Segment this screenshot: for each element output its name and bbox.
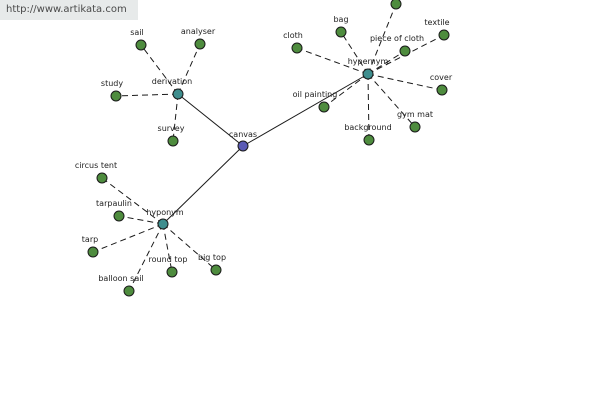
leaf-node-balloon-sail-label: balloon sail — [98, 274, 143, 283]
edge-hypernym-cover — [367, 73, 443, 91]
relation-node-hyponym[interactable] — [157, 218, 169, 230]
watermark-url: http://www.artikata.com — [0, 0, 138, 20]
edge-hyponym-round-top — [162, 223, 173, 273]
edge-canvas-hypernym — [242, 73, 369, 147]
leaf-node-bag[interactable] — [335, 26, 347, 38]
leaf-node-top-offscreen[interactable] — [390, 0, 402, 10]
leaf-node-gym-mat-label: gym mat — [397, 110, 433, 119]
leaf-node-piece-of-cloth[interactable] — [399, 45, 411, 57]
labels-group: sail analyser study survey cloth bag textilepi… — [75, 15, 453, 283]
leaf-node-cover-label: cover — [430, 73, 453, 82]
edge-hyponym-tarpaulin — [118, 215, 164, 225]
edge-canvas-hyponym — [162, 145, 244, 225]
relation-node-hypernym-label: hypernym — [348, 57, 389, 66]
relation-node-hypernym[interactable] — [362, 68, 374, 80]
edge-hyponym-balloon-sail — [128, 223, 164, 292]
leaf-node-round-top[interactable] — [166, 266, 178, 278]
leaf-node-study[interactable] — [110, 90, 122, 102]
edge-hypernym-bag — [340, 31, 369, 75]
leaf-node-round-top-label: round top — [149, 255, 188, 264]
leaf-node-cover[interactable] — [436, 84, 448, 96]
leaf-node-big-top-label: big top — [198, 253, 226, 262]
edge-hypernym-oil-painting — [323, 73, 369, 108]
edge-canvas-derivation — [177, 93, 244, 147]
leaf-node-tarp-label: tarp — [82, 235, 98, 244]
edge-hyponym-big-top — [162, 223, 217, 271]
leaf-node-gym-mat[interactable] — [409, 121, 421, 133]
leaf-node-bag-label: bag — [333, 15, 348, 24]
edge-hypernym-top-offscreen — [367, 3, 397, 75]
leaf-node-tarpaulin-label: tarpaulin — [96, 199, 132, 208]
relation-node-derivation-label: derivation — [152, 77, 192, 86]
leaf-node-analyser[interactable] — [194, 38, 206, 50]
leaf-node-balloon-sail[interactable] — [123, 285, 135, 297]
edge-hypernym-cloth — [296, 47, 369, 75]
leaf-node-study-label: study — [101, 79, 123, 88]
center-node-canvas[interactable] — [237, 140, 249, 152]
edge-derivation-study — [115, 93, 179, 97]
edge-derivation-sail — [140, 44, 179, 95]
leaf-node-analyser-label: analyser — [181, 27, 216, 36]
edge-hypernym-gym-mat — [367, 73, 416, 128]
edge-hyponym-circus-tent — [101, 177, 164, 225]
edge-derivation-analyser — [177, 43, 201, 95]
leaf-node-survey[interactable] — [167, 135, 179, 147]
leaf-node-survey-label: survey — [158, 124, 185, 133]
edge-hyponym-tarp — [92, 223, 164, 253]
leaf-node-textile-label: textile — [424, 18, 449, 27]
leaf-node-cloth-label: cloth — [283, 31, 303, 40]
leaf-node-tarp[interactable] — [87, 246, 99, 258]
leaf-node-circus-tent-label: circus tent — [75, 161, 117, 170]
relation-node-hyponym-label: hyponym — [146, 208, 184, 217]
edge-hypernym-piece-of-cloth — [367, 50, 406, 75]
leaf-node-background-label: background — [344, 123, 391, 132]
edge-hypernym-background — [367, 73, 370, 141]
edge-derivation-survey — [172, 93, 179, 142]
leaf-node-big-top[interactable] — [210, 264, 222, 276]
leaf-node-oil-painting-label: oil painting — [293, 90, 338, 99]
center-node-canvas-label: canvas — [229, 130, 257, 139]
leaf-node-sail[interactable] — [135, 39, 147, 51]
nodes-group — [87, 0, 450, 297]
leaf-node-piece-of-cloth-label: piece of cloth — [370, 34, 424, 43]
leaf-node-sail-label: sail — [130, 28, 144, 37]
leaf-node-background[interactable] — [363, 134, 375, 146]
leaf-node-textile[interactable] — [438, 29, 450, 41]
leaf-node-circus-tent[interactable] — [96, 172, 108, 184]
relation-node-derivation[interactable] — [172, 88, 184, 100]
leaf-node-oil-painting[interactable] — [318, 101, 330, 113]
leaf-node-cloth[interactable] — [291, 42, 303, 54]
leaf-node-tarpaulin[interactable] — [113, 210, 125, 222]
